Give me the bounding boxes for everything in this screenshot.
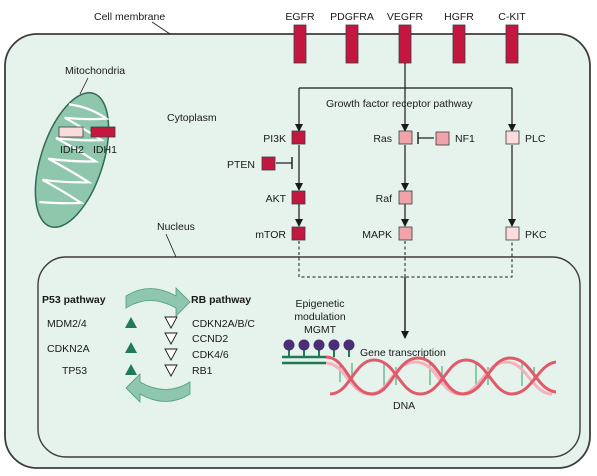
cytoplasm-label: Cytoplasm [167,112,217,124]
epigenetic-label-line3: MGMT [304,324,337,336]
methylation-marks [283,339,355,357]
nucleus-label: Nucleus [157,221,195,233]
down-triangle-icon [164,348,178,361]
rb-pathway-title: RB pathway [191,294,251,306]
cycle-arrow-bottom [125,373,191,403]
receptor-label: PDGFRA [330,11,374,23]
node-box [398,226,413,241]
dna-label: DNA [393,400,415,412]
node-mtor: mTOR [255,226,306,241]
node-raf: Raf [376,190,413,205]
idh2-box [58,126,84,138]
node-label: PKC [525,229,547,241]
node-box [505,130,520,145]
node-box [398,130,413,145]
mitochondria-label: Mitochondria [65,65,125,77]
receptor-label: EGFR [285,11,315,23]
node-label: MAPK [362,229,392,241]
rb-gene-rb1: RB1 [192,365,213,377]
rb-gene-cdkn2abc: CDKN2A/B/C [192,318,255,330]
node-box [435,131,450,146]
rb-gene-ccnd2: CCND2 [192,333,228,345]
epigenetic-label-line1: Epigenetic [295,298,344,310]
convergence-dashed-line [298,241,513,278]
down-triangle-icon [164,316,178,329]
node-nf1: NF1 [435,131,475,146]
idh2-label: IDH2 [60,144,84,156]
receptor-hgfr: HGFR [444,11,474,64]
node-label: PTEN [227,159,255,171]
node-pi3k: PI3K [263,130,306,145]
dna-strand-red-main [325,355,557,396]
cycle-arrow-top [125,287,191,317]
dna-strand-red-crossing [329,358,557,396]
down-triangle-icon [164,332,178,345]
receptor-label: HGFR [444,11,474,23]
cell-membrane-leader [151,21,171,35]
node-ras: Ras [373,130,413,145]
node-label: PLC [525,133,546,145]
p53-gene-cdkn2a: CDKN2A [47,343,90,355]
up-triangle-icon [125,317,137,328]
receptor-ckit: C-KIT [498,11,526,64]
node-pkc: PKC [505,226,547,241]
p53-pathway-title: P53 pathway [42,294,106,306]
node-pten: PTEN [227,156,276,171]
receptor-vegfr: VEGFR [387,11,424,64]
idh1-label: IDH1 [93,144,117,156]
receptor-bar [293,24,307,64]
node-box [291,130,306,145]
rb-gene-cdk46: CDK4/6 [192,349,229,361]
receptor-label: VEGFR [387,11,424,23]
receptor-label: C-KIT [498,11,526,23]
p53-gene-tp53: TP53 [62,365,87,377]
down-triangle-icon [164,364,178,377]
node-label: NF1 [455,133,475,145]
mitochondrion-cristae [39,103,110,205]
node-box [291,190,306,205]
methyl-group-icon [313,339,325,351]
node-mapk: MAPK [362,226,413,241]
growth-factor-pathway-label: Growth factor receptor pathway [326,98,473,110]
cell-membrane-label: Cell membrane [94,11,165,23]
receptor-bar [345,24,359,64]
node-plc: PLC [505,130,546,145]
node-label: Ras [373,133,392,145]
gene-transcription-label: Gene transcription [360,347,446,359]
receptor-bar [505,24,519,64]
receptor-bar [398,24,412,64]
mitochondrion [34,91,110,229]
nucleus-leader [165,233,177,258]
methyl-group-icon [283,339,295,351]
node-label: Raf [376,193,392,205]
receptor-egfr: EGFR [285,11,315,64]
p53-gene-mdm2: MDM2/4 [47,318,87,330]
idh1-box [90,126,116,138]
receptor-pdgfra: PDGFRA [330,11,374,64]
up-triangle-icon [125,342,137,353]
node-label: AKT [266,193,287,205]
methyl-group-icon [343,339,355,351]
methyl-group-icon [298,339,310,351]
node-box [291,226,306,241]
node-label: PI3K [263,133,286,145]
node-box [398,190,413,205]
mitochondria-leader [79,77,89,95]
epigenetic-label-line2: modulation [294,311,346,323]
receptor-bar [452,24,466,64]
methyl-group-icon [328,339,340,351]
node-box [505,226,520,241]
node-akt: AKT [266,190,306,205]
up-triangle-icon [125,364,137,375]
node-label: mTOR [255,229,286,241]
node-box [261,156,276,171]
dna-helix [282,355,557,396]
